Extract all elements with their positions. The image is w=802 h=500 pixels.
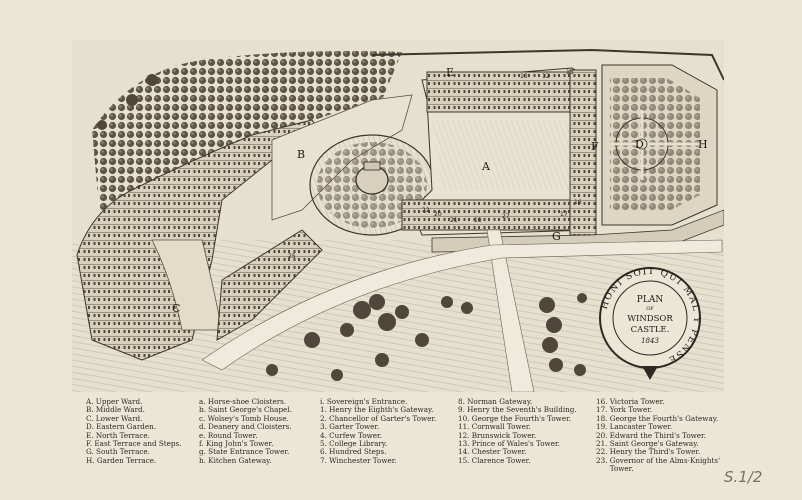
tower-label: 25	[288, 253, 296, 260]
legend-entry: 5. College Library.	[320, 439, 388, 449]
label-h: H	[698, 138, 708, 151]
legend-entry: b. Saint George's Chapel.	[199, 405, 292, 415]
legend-entry: C. Lower Ward.	[86, 413, 143, 423]
tower-label: 21	[450, 217, 458, 224]
legend-column-numbers-3: 16. Victoria Tower. 17. York Tower. 18. …	[596, 397, 721, 474]
legend-entry: 21. Saint George's Gateway.	[596, 439, 699, 449]
tower-label: 27	[502, 213, 510, 220]
tower-label: 22	[422, 207, 430, 214]
legend-entry: 4. Curfew Tower.	[320, 430, 382, 440]
legend-entry: 6. Hundred Steps.	[320, 447, 387, 457]
area-letter-labels: A B C D E F G H	[172, 66, 708, 315]
tower-label: 19	[474, 217, 482, 224]
long-walk-avenue	[486, 229, 535, 392]
garden-fountain	[636, 138, 648, 150]
label-c: C	[172, 302, 180, 315]
label-g: G	[552, 230, 561, 243]
tower-label: 13	[566, 69, 574, 76]
legend-entry: 22. Henry the Third's Tower.	[596, 447, 701, 457]
tower-label: 12	[542, 73, 550, 80]
label-f: F	[591, 140, 599, 153]
legend-entry: 15. Clarence Tower.	[458, 455, 531, 465]
round-tower-flagstaff-base	[363, 161, 381, 171]
legend-column-areas: A. Upper Ward. B. Middle Ward. C. Lower …	[86, 397, 182, 465]
legend-entry: Tower.	[596, 464, 634, 474]
castle-plan-engraving: A B C D E F G H 10 12 13 16 17 19 20 21 …	[72, 40, 724, 392]
legend-entry: E. North Terrace.	[86, 430, 150, 440]
tower-label: 10	[520, 73, 528, 80]
label-d: D	[635, 138, 644, 151]
seal-line-of: OF	[646, 306, 654, 312]
legend-entry: 16. Victoria Tower.	[596, 397, 665, 406]
seal-year: 1843	[641, 337, 659, 345]
north-range	[426, 71, 588, 113]
folio-mark: S.1/2	[724, 468, 763, 486]
legend-entry: 23. Governor of the Alms-Knights'	[596, 455, 721, 465]
legend-entry: 19. Lancaster Tower.	[596, 422, 673, 432]
legend-entry: e. Round Tower.	[199, 430, 258, 440]
legend-entry: 20. Edward the Third's Tower.	[596, 430, 706, 440]
legend-entry: g. State Entrance Tower.	[199, 447, 290, 457]
seal-inner-ring	[612, 280, 688, 356]
legend-column-letters: a. Horse-shoe Cloisters. b. Saint George…	[199, 397, 292, 465]
legend-entry: 8. Norman Gateway.	[458, 397, 533, 406]
park-trees	[97, 74, 587, 381]
legend-entry: H. Garden Terrace.	[86, 455, 157, 465]
legend-entry: 9. Henry the Seventh's Building.	[458, 405, 577, 415]
label-a: A	[481, 160, 491, 173]
seal-line-castle: CASTLE.	[631, 325, 670, 335]
legend-entry: d. Deanery and Cloisters.	[199, 422, 292, 432]
legend-entry: 7. Winchester Tower.	[320, 455, 397, 465]
seal-line-plan: PLAN	[637, 295, 664, 305]
legend-entry: c. Wolsey's Tomb House.	[199, 413, 289, 423]
south-range-upper	[401, 199, 593, 231]
seal-buckle	[642, 366, 658, 380]
tower-label: 16	[574, 199, 582, 206]
tower-label: 17	[560, 211, 568, 218]
legend-entry: 2. Chancellor of Garter's Tower.	[320, 413, 437, 423]
label-b: B	[297, 148, 305, 161]
legend-entry: 18. George the Fourth's Gateway.	[596, 413, 719, 423]
legend-entry: D. Eastern Garden.	[86, 422, 157, 432]
legend-column-numbers-2: 8. Norman Gateway. 9. Henry the Seventh'…	[458, 397, 577, 465]
legend-entry: 11. Cornwall Tower.	[458, 422, 531, 432]
park-road	[201, 239, 723, 371]
legend-entry: 14. Chester Tower.	[458, 447, 527, 457]
legend-entry: 17. York Tower.	[596, 405, 653, 415]
legend-entry: G. South Terrace.	[86, 447, 150, 457]
tower-label: 20	[434, 211, 442, 218]
legend-entry: f. King John's Tower.	[199, 439, 274, 449]
legend-entry: 1. Henry the Eighth's Gateway.	[320, 405, 434, 415]
tower-number-labels: 10 12 13 16 17 19 20 21 22 25 27	[288, 69, 582, 260]
legend-entry: i. Sovereign's Entrance.	[320, 397, 408, 406]
legend-entry: 13. Prince of Wales's Tower.	[458, 439, 560, 449]
legend-entry: 3. Garter Tower.	[320, 422, 380, 432]
south-range-lower	[216, 229, 323, 341]
legend-entry: F. East Terrace and Steps.	[86, 439, 182, 449]
legend-entry: h. Kitchen Gateway.	[199, 455, 272, 465]
garter-seal: HONI SOIT QUI MAL Y PENSE PLAN OF WINDSO…	[599, 267, 701, 380]
seal-line-windsor: WINDSOR	[627, 314, 673, 324]
legend-entry: A. Upper Ward.	[86, 397, 143, 406]
legend-entry: 10. George the Fourth's Tower.	[458, 413, 572, 423]
legend-entry: B. Middle Ward.	[86, 405, 145, 415]
north-terrace-wall	[371, 48, 724, 81]
legend-entry: 12. Brunswick Tower.	[458, 430, 537, 440]
label-e: E	[446, 66, 454, 79]
legend-column-numbers-1: i. Sovereign's Entrance. 1. Henry the Ei…	[320, 397, 437, 465]
quadrangle-paving	[432, 120, 572, 190]
legend-entry: a. Horse-shoe Cloisters.	[199, 397, 287, 406]
